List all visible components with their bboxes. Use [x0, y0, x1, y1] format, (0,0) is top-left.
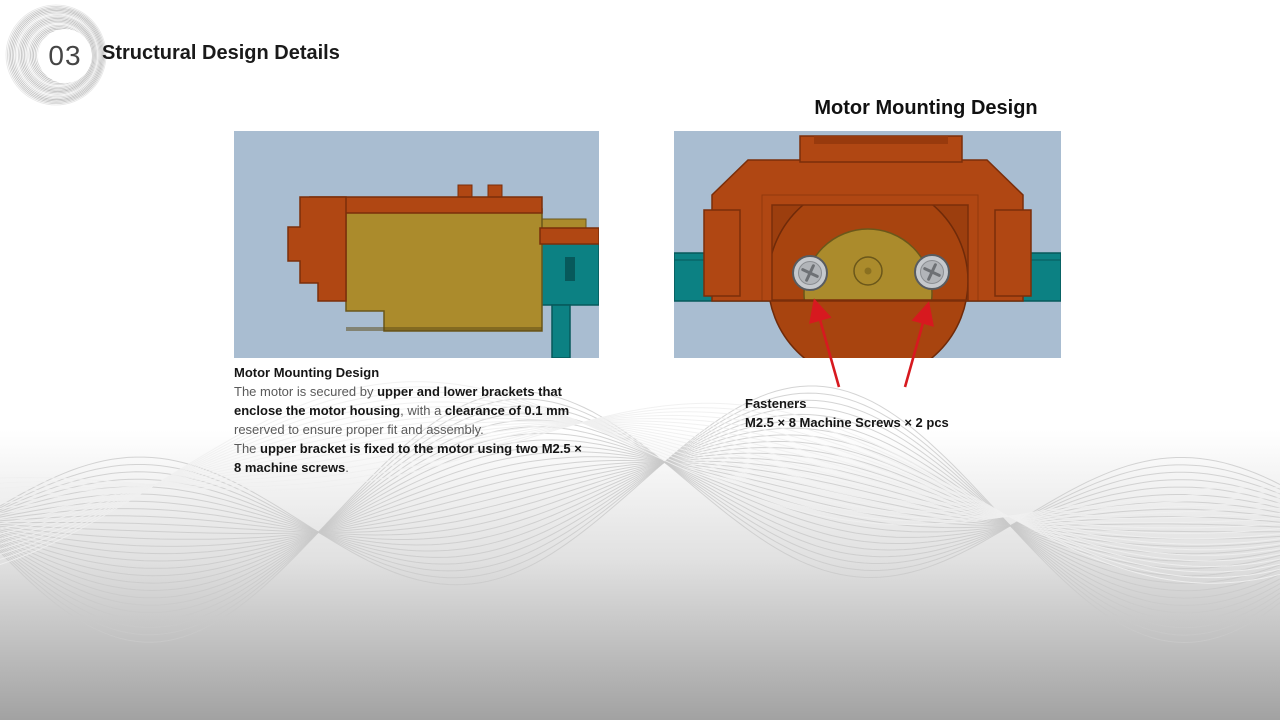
right-screw — [914, 254, 950, 290]
slide-number: 03 — [48, 40, 82, 71]
slide-number-disk: 03 — [38, 29, 92, 83]
caption-paragraph-1: The motor is secured by upper and lower … — [234, 384, 570, 437]
caption-heading: Motor Mounting Design — [234, 365, 380, 380]
side-view-drawing — [234, 131, 599, 358]
front-view-heading: Motor Mounting Design — [814, 97, 1038, 119]
page-title: Structural Design Details — [102, 42, 340, 64]
fasteners-heading: Fasteners — [745, 396, 807, 411]
front-upper-bracket — [703, 135, 1032, 302]
caption-paragraph-2: The upper bracket is fixed to the motor … — [234, 441, 582, 475]
cad-side-view — [234, 131, 599, 358]
side-view-caption: Motor Mounting Design The motor is secur… — [234, 363, 592, 477]
slide-number-ornament: 03 — [4, 1, 112, 109]
side-lower-bracket — [539, 242, 599, 358]
cad-front-view — [674, 131, 1061, 358]
side-upper-bracket — [287, 184, 599, 302]
fasteners-caption: Fasteners M2.5 × 8 Machine Screws × 2 pc… — [745, 394, 949, 432]
front-view-drawing — [674, 131, 1061, 358]
left-screw — [792, 255, 828, 291]
fasteners-spec: M2.5 × 8 Machine Screws × 2 pcs — [745, 415, 949, 430]
